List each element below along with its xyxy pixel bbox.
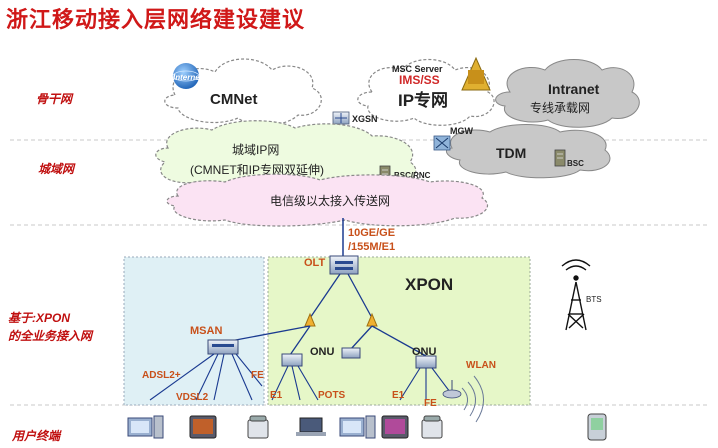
bts-label: BTS [586, 295, 602, 304]
tv-terminal-icon [189, 415, 217, 439]
pda-terminal-icon [587, 413, 607, 441]
onu-right-label: ONU [412, 346, 437, 358]
phone-terminal-icon [247, 415, 269, 439]
metro-ip-cloud: 城域IP网 (CMNET和IP专网双延伸) [155, 120, 417, 193]
port-fe-msan: FE [251, 370, 264, 381]
onu-mid-icon [341, 347, 361, 359]
laptop-terminal-icon [296, 417, 326, 436]
tv-terminal-2-icon [381, 415, 409, 439]
olt-device-icon [329, 255, 359, 275]
metro-ip-label-line1: 城域IP网 [232, 143, 279, 157]
bts-tower-icon [561, 259, 591, 331]
intranet-title: Intranet [548, 81, 600, 97]
bsc-icon [554, 149, 566, 167]
ip-private-label: IP专网 [398, 90, 448, 110]
msan-zone [123, 256, 265, 406]
metro-ip-label-line2: (CMNET和IP专网双延伸) [190, 162, 324, 177]
wlan-waves-icon [461, 375, 484, 423]
mgw-label: MGW [450, 126, 473, 136]
ims-ss-label: IMS/SS [399, 73, 440, 87]
port-adsl2p: ADSL2+ [142, 370, 181, 381]
xgsn-label: XGSN [352, 114, 378, 124]
page-title: 浙江移动接入层网络建设建议 [6, 8, 306, 33]
link-label-line2: /155M/E1 [348, 241, 395, 253]
pc-terminal-2-icon [339, 415, 376, 439]
cmnet-label: CMNet [210, 91, 258, 108]
layer-label-backbone: 骨干网 [36, 92, 74, 106]
layer-label-xpon-line2: 的全业务接入网 [8, 329, 94, 343]
msan-label: MSAN [190, 325, 222, 337]
msc-server-icon [461, 56, 491, 91]
tdm-cloud: TDM [445, 124, 611, 179]
internet-logo-text: Internet [173, 73, 203, 82]
onu-left-icon [281, 353, 303, 367]
port-pots: POTS [318, 390, 346, 401]
port-e1-left: E1 [270, 390, 283, 401]
ethernet-label: 电信级以太接入传送网 [270, 193, 390, 208]
bsc-label: BSC [567, 159, 584, 168]
xpon-zone-label: XPON [405, 275, 453, 294]
mgw-icon [433, 135, 451, 151]
onu-left-label: ONU [310, 346, 335, 358]
cmnet-cloud: CMNet [164, 58, 322, 126]
internet-globe-icon: Internet [172, 63, 203, 89]
xgsn-router-icon [332, 111, 350, 125]
layer-label-terminal: 用户终端 [11, 429, 62, 443]
olt-label: OLT [304, 257, 325, 269]
link-label-line1: 10GE/GE [348, 227, 395, 239]
port-fe-right: FE [424, 398, 437, 409]
tdm-label: TDM [496, 145, 526, 161]
phone-terminal-2-icon [421, 415, 443, 439]
port-e1-right: E1 [392, 390, 405, 401]
msan-device-icon [207, 339, 239, 355]
port-vdsl2: VDSL2 [176, 392, 209, 403]
ip-private-cloud: IP专网 [357, 59, 495, 126]
msc-server-label: MSC Server [392, 64, 443, 74]
bsc-rnc-label: BSC/RNC [394, 171, 431, 180]
pc-terminal-icon [127, 415, 164, 439]
wlan-label: WLAN [466, 360, 496, 371]
xpon-zone [267, 256, 531, 406]
layer-label-xpon-line1: 基于:XPON [8, 311, 70, 325]
layer-label-metro: 城域网 [38, 162, 76, 176]
intranet-subtitle: 专线承载网 [530, 100, 590, 115]
ethernet-cloud: 电信级以太接入传送网 [166, 173, 489, 227]
intranet-cloud: Intranet 专线承载网 [495, 59, 640, 128]
wlan-ap-icon [442, 380, 462, 399]
